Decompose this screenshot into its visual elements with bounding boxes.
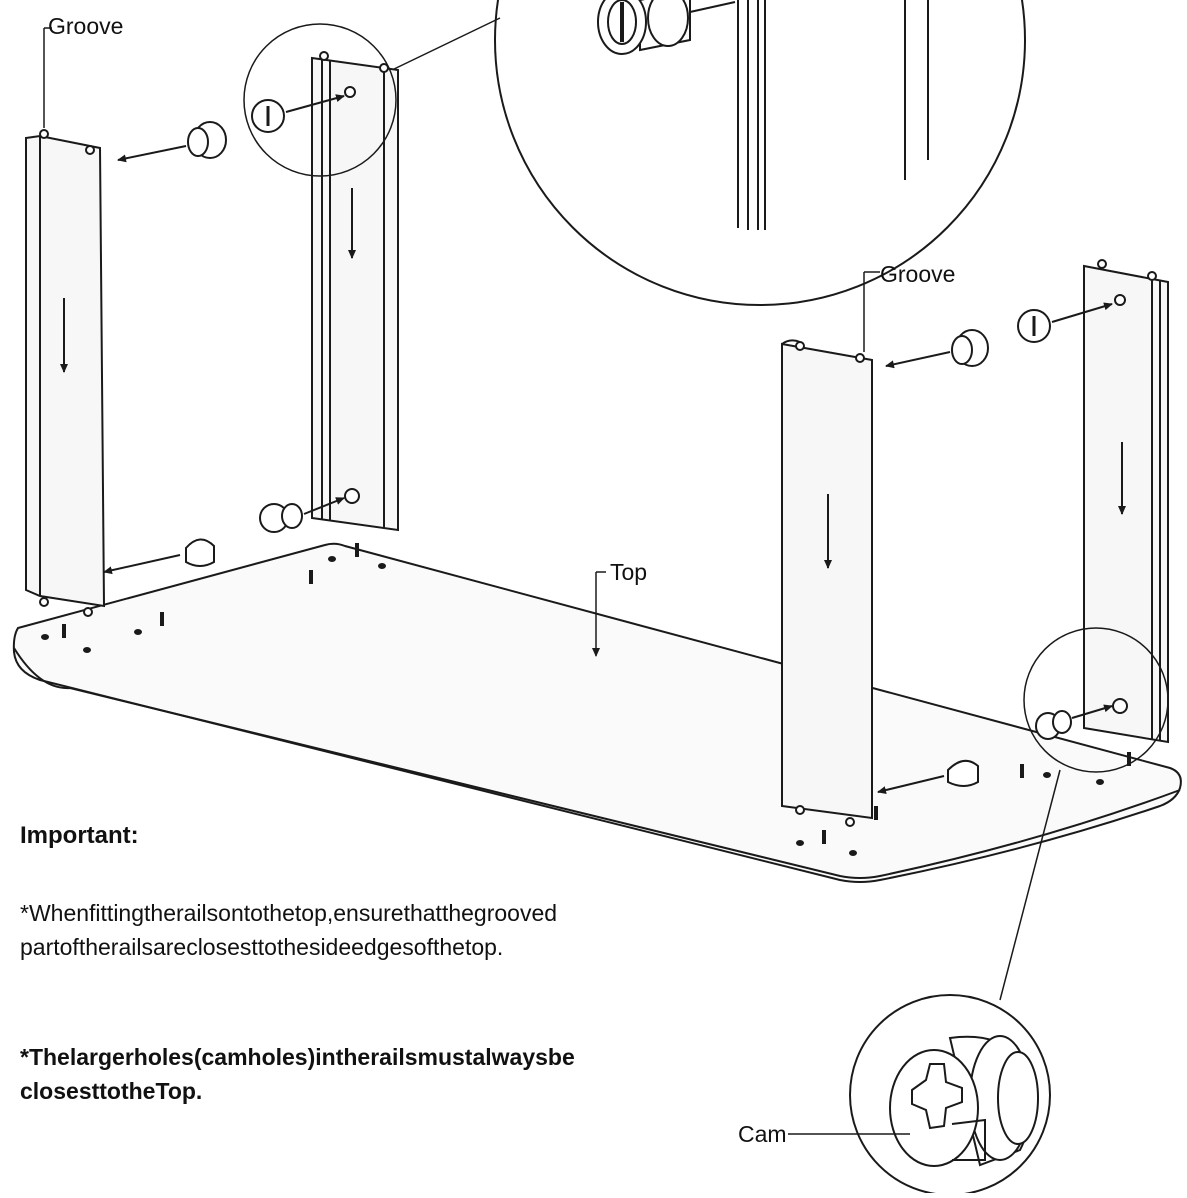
rail-right-back [1083,259,1169,744]
rail-left-front [25,129,106,617]
table-top-board [12,542,1182,883]
label-groove-left: Groove [48,13,123,39]
note-1-line-1: *Whenfittingtherailsontothetop,ensuretha… [20,900,558,926]
detail-circle-right [1023,627,1169,773]
note-cam-holes: *Thelargerholes(camholes)intherailsmusta… [20,1040,720,1108]
rail-right-front [781,339,873,827]
top-holes [41,543,1131,856]
detail-circle-left [243,23,397,177]
label-groove-right: Groove [880,261,955,287]
note-2-line-2: closesttotheTop. [20,1078,203,1104]
label-top: Top [610,559,647,585]
note-grooved-rails: *Whenfittingtherailsontothetop,ensuretha… [20,896,700,964]
cam-leader-line [999,769,1061,1001]
rail-left-back [311,51,399,532]
note-2-line-1: *Thelargerholes(camholes)intherailsmusta… [20,1044,575,1070]
cam-fittings [103,94,1113,795]
note-1-line-2: partoftherailsareclosesttothesideedgesof… [20,934,504,960]
label-cam: Cam [738,1121,787,1147]
top-pointer [592,571,606,657]
cam-detail [849,994,1051,1196]
important-heading: Important: [20,822,139,849]
magnified-detail-top [391,0,1026,306]
